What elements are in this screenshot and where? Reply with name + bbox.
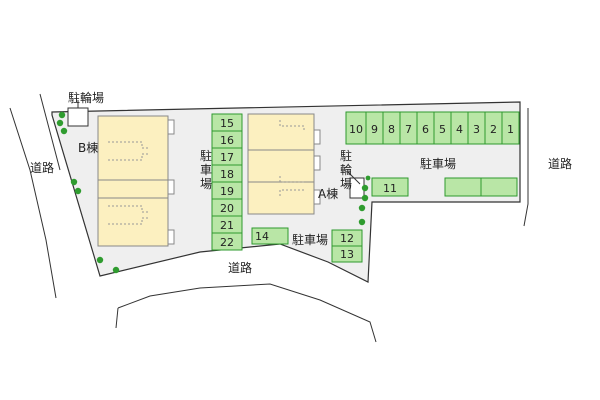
parking-space-label: 22 [220, 236, 234, 249]
building-a-label: A棟 [318, 186, 338, 201]
bicycle-parking-right-label: 駐輪場 [340, 148, 352, 191]
road-right-label: 道路 [548, 156, 572, 171]
parking-left-column: 15 16 17 18 19 20 21 22 [211, 113, 243, 251]
building-b-label: B棟 [78, 140, 98, 155]
road-left-label: 道路 [30, 160, 54, 175]
tree-marker [358, 204, 366, 212]
building-b [97, 115, 175, 247]
parking-space-13 [331, 245, 363, 263]
tree-marker [96, 256, 104, 264]
parking-space-label: 19 [220, 185, 234, 198]
parking-space-label: 9 [371, 123, 378, 136]
bicycle-parking-top-box [67, 107, 89, 127]
parking-space-label: 3 [473, 123, 480, 136]
road-bottom-label: 道路 [228, 260, 252, 275]
bicycle-parking-top-label: 駐輪場 [68, 90, 104, 105]
parking-space-14 [251, 227, 289, 245]
parking-space-label: 20 [220, 202, 234, 215]
tree-marker [361, 184, 369, 192]
parking-space-11 [371, 177, 409, 197]
parking-space-label: 10 [349, 123, 363, 136]
parking-space-label: 21 [220, 219, 234, 232]
parking-space-label: 11 [383, 182, 397, 195]
parking-center-label: 駐車場 [200, 148, 212, 191]
parking-space-label: 5 [439, 123, 446, 136]
parking-space-label: 6 [422, 123, 429, 136]
parking-space-label: 8 [388, 123, 395, 136]
tree-marker [58, 111, 66, 119]
parking-space-1 [501, 111, 520, 145]
tree-marker [70, 178, 78, 186]
tree-marker [358, 218, 366, 226]
parking-space-label: 14 [255, 230, 269, 243]
parking-space-blank-1 [444, 177, 482, 197]
parking-space-label: 2 [490, 123, 497, 136]
parking-space-22 [211, 232, 243, 251]
tree-marker [361, 194, 369, 202]
road-lines [9, 93, 529, 343]
parking-space-label: 7 [405, 123, 412, 136]
parking-bottom-label: 駐車場 [292, 232, 328, 247]
parking-space-label: 16 [220, 134, 234, 147]
parking-space-label: 15 [220, 117, 234, 130]
tree-marker [112, 266, 120, 274]
parking-top-row: 10 9 8 7 6 5 4 3 2 1 [345, 111, 520, 145]
parking-space-label: 18 [220, 168, 234, 181]
parking-space-blank-2 [480, 177, 518, 197]
tree-marker [365, 175, 371, 181]
parking-right-label: 駐車場 [420, 156, 456, 171]
tree-marker [74, 187, 82, 195]
building-a [247, 113, 321, 215]
parking-space-label: 4 [456, 123, 463, 136]
parking-space-label: 17 [220, 151, 234, 164]
tree-marker [60, 127, 68, 135]
trees [56, 111, 371, 274]
parking-space-label: 13 [340, 248, 354, 261]
parking-space-label: 12 [340, 232, 354, 245]
tree-marker [56, 119, 64, 127]
parking-space-label: 1 [507, 123, 514, 136]
